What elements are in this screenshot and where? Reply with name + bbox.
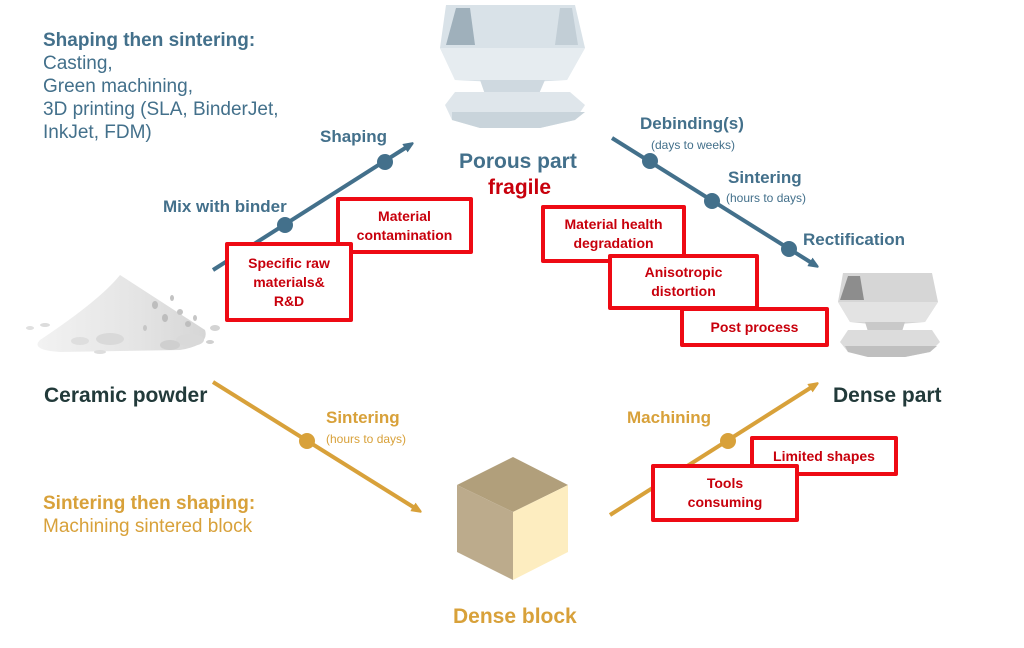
porous-part-label: Porous part	[459, 150, 577, 173]
step-sintering-upper: Sintering	[728, 168, 802, 187]
issue-limited-shapes-text: Limited shapes	[773, 447, 875, 464]
issue-post-process: Post process	[680, 307, 829, 347]
porous-part-image	[440, 5, 585, 128]
dot-rectification	[781, 241, 797, 257]
sintering-then-shaping-block: Sintering then shaping: Machining sinter…	[43, 493, 255, 539]
method-3d-printing: 3D printing (SLA, BinderJet,	[43, 99, 279, 120]
step-rectification: Rectification	[803, 230, 906, 249]
issue-material-contamination-text: Material contamination	[356, 207, 453, 243]
step-debinding-duration: (days to weeks)	[651, 138, 736, 152]
porous-part-fragile-note: fragile	[488, 176, 552, 199]
ceramic-powder-image	[26, 275, 220, 354]
issue-material-health-degradation-text: Material health degradation	[564, 216, 663, 251]
method-casting: Casting,	[43, 53, 113, 74]
issue-material-health-degradation: Material health degradation	[541, 205, 686, 263]
step-sintering-upper-duration: (hours to days)	[726, 191, 807, 205]
dense-block-label: Dense block	[453, 605, 577, 628]
issue-specific-raw-materials-text: Specific raw materials& R&D	[248, 254, 330, 309]
method-3d-printing-cont: InkJet, FDM)	[43, 122, 152, 143]
shaping-then-sintering-title: Shaping then sintering:	[43, 30, 256, 51]
method-green-machining: Green machining,	[43, 76, 193, 97]
issue-anisotropic-distortion-text: Anisotropic distortion	[644, 264, 723, 299]
step-mix-with-binder: Mix with binder	[163, 197, 287, 216]
issue-post-process-text: Post process	[710, 318, 799, 335]
ceramic-powder-label: Ceramic powder	[44, 384, 208, 407]
step-shaping: Shaping	[320, 127, 388, 146]
step-debinding: Debinding(s)	[640, 114, 744, 133]
dense-part-image	[838, 273, 940, 357]
step-machining: Machining	[627, 408, 712, 427]
issue-material-contamination: Material contamination	[336, 197, 473, 254]
shaping-then-sintering-block: Shaping then sintering: Casting, Green m…	[43, 30, 279, 144]
dot-debinding	[642, 153, 658, 169]
dot-shaping	[377, 154, 393, 170]
dot-mix-with-binder	[277, 217, 293, 233]
dot-sintering-upper	[704, 193, 720, 209]
step-sintering-lower: Sintering	[326, 408, 400, 427]
dense-block-image	[457, 457, 568, 580]
dot-sintering-lower	[299, 433, 315, 449]
issue-tools-consuming: Tools consuming	[651, 464, 799, 522]
step-sintering-lower-duration: (hours to days)	[326, 432, 407, 446]
arrow-machining-path	[608, 385, 815, 517]
sintering-then-shaping-title: Sintering then shaping:	[43, 493, 256, 514]
dense-part-label: Dense part	[833, 384, 942, 407]
issue-anisotropic-distortion: Anisotropic distortion	[608, 254, 759, 310]
arrow-lower-sintering-path	[211, 380, 418, 510]
issue-specific-raw-materials: Specific raw materials& R&D	[225, 242, 353, 322]
issue-limited-shapes: Limited shapes	[750, 436, 898, 476]
dot-machining	[720, 433, 736, 449]
issue-tools-consuming-text: Tools consuming	[687, 475, 763, 510]
method-machining-sintered-block: Machining sintered block	[43, 516, 253, 537]
